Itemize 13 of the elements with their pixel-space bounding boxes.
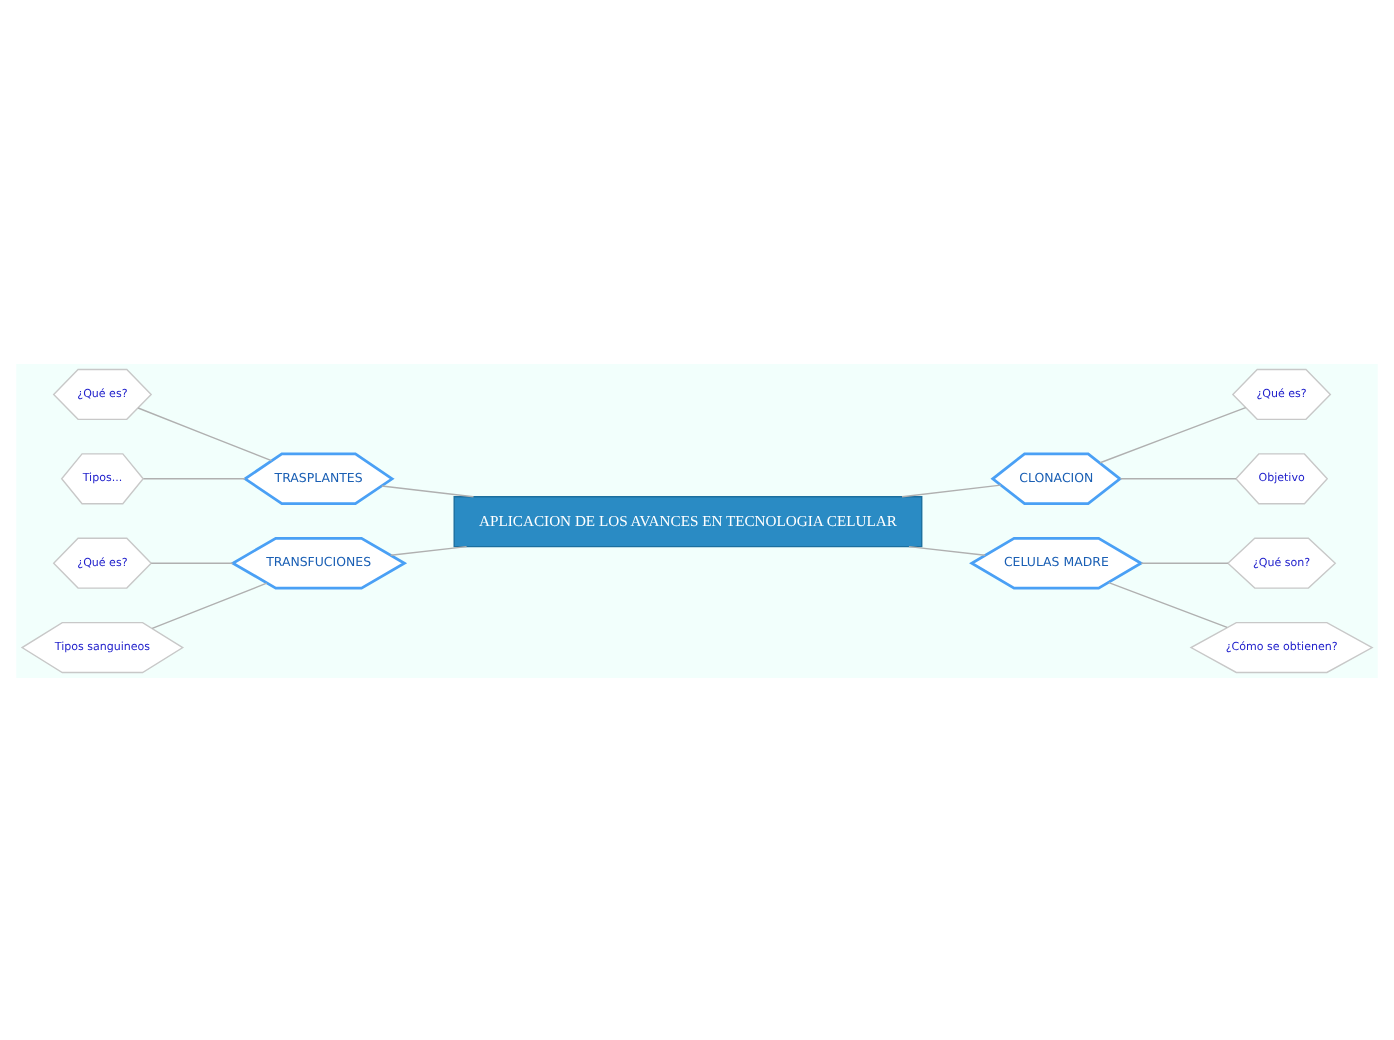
connector xyxy=(1108,580,1228,628)
connector xyxy=(151,581,268,629)
connector xyxy=(901,483,1002,497)
connector xyxy=(137,406,273,461)
connector xyxy=(142,477,246,479)
connector xyxy=(390,544,468,555)
connector xyxy=(1099,405,1247,463)
connector xyxy=(1119,477,1237,479)
connector xyxy=(381,484,475,497)
connector xyxy=(150,561,234,563)
node-box: APLICACION DE LOS AVANCES EN TECNOLOGIA CELULAR xyxy=(453,495,923,547)
connector xyxy=(1140,561,1229,563)
connector xyxy=(908,544,986,555)
